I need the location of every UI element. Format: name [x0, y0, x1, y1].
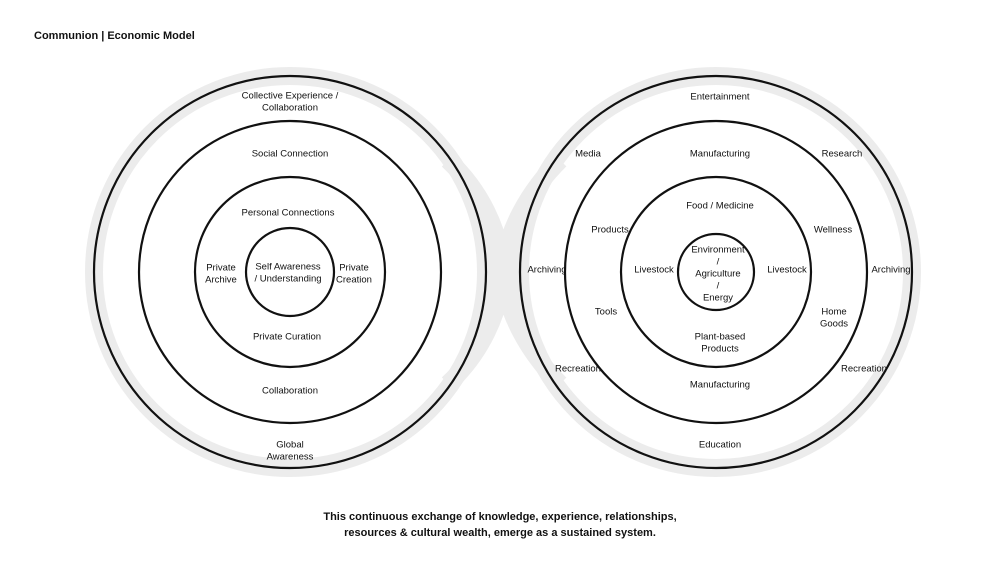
left-outer-top-label: Collective Experience / — [242, 91, 339, 102]
right-ring2-right-bottom-label: Home — [821, 307, 846, 318]
right-outer-left-top-label: Media — [575, 149, 602, 160]
right-ring2-left-top-label: Products — [591, 225, 629, 236]
right-ring2-right-top-label: Wellness — [814, 225, 853, 236]
left-center-label: Self Awareness — [255, 262, 321, 273]
caption: This continuous exchange of knowledge, e… — [0, 509, 1000, 541]
right-outer-ring — [518, 74, 914, 470]
left-ring3-left-label: Private — [206, 263, 236, 274]
right-ring-3 — [619, 175, 813, 369]
left-ring3-bottom-label: Private Curation — [253, 332, 321, 343]
right-ring3-right-label: Livestock — [767, 265, 807, 276]
right-center-label: Environment — [691, 245, 745, 256]
right-circles — [518, 74, 914, 470]
left-outer-top-label: Collaboration — [262, 103, 318, 114]
left-ring2-bottom-label: Collaboration — [262, 386, 318, 397]
right-center-label: Energy — [703, 293, 733, 304]
right-ring2-bottom-label: Manufacturing — [690, 380, 750, 391]
right-ring2-top-label: Manufacturing — [690, 149, 750, 160]
right-outer-right-top-label: Research — [822, 149, 863, 160]
page-title: Communion | Economic Model — [34, 30, 195, 42]
left-center-label: / Understanding — [254, 274, 321, 285]
caption-line-1: This continuous exchange of knowledge, e… — [323, 511, 677, 523]
right-outer-left-label: Archiving — [527, 265, 566, 276]
right-outer-right-bottom-label: Recreation — [841, 364, 887, 375]
left-outer-bottom-label: Awareness — [267, 452, 314, 463]
right-ring3-bottom-label: Products — [701, 344, 739, 355]
right-outer-bottom-label: Education — [699, 440, 741, 451]
right-ring2-left-bottom-label: Tools — [595, 307, 617, 318]
right-outer-left-bottom-label: Recreation — [555, 364, 601, 375]
right-ring-2 — [563, 119, 869, 425]
left-ring3-right-label: Private — [339, 263, 369, 274]
right-outer-right-label: Archiving — [871, 265, 910, 276]
right-center-label: / — [717, 281, 720, 292]
diagram-labels: Collective Experience /CollaborationGlob… — [205, 91, 910, 463]
left-outer-bottom-label: Global — [276, 440, 303, 451]
right-ring3-bottom-label: Plant-based — [695, 332, 746, 343]
left-ring-2 — [137, 119, 443, 425]
left-ring-3 — [193, 175, 387, 369]
right-center-label: / — [717, 257, 720, 268]
left-ring3-right-label: Creation — [336, 275, 372, 286]
caption-line-2: resources & cultural wealth, emerge as a… — [344, 527, 656, 539]
right-ring2-right-bottom-label: Goods — [820, 319, 848, 330]
left-center-ring — [244, 226, 336, 318]
right-ring3-left-label: Livestock — [634, 265, 674, 276]
left-outer-ring — [92, 74, 488, 470]
left-ring3-left-label: Archive — [205, 275, 237, 286]
right-center-ring — [676, 232, 756, 312]
right-outer-top-label: Entertainment — [690, 92, 750, 103]
left-ring3-top-label: Personal Connections — [242, 208, 335, 219]
left-circles — [92, 74, 488, 470]
left-ring2-top-label: Social Connection — [252, 149, 329, 160]
right-ring3-top-label: Food / Medicine — [686, 201, 754, 212]
right-center-label: Agriculture — [695, 269, 740, 280]
